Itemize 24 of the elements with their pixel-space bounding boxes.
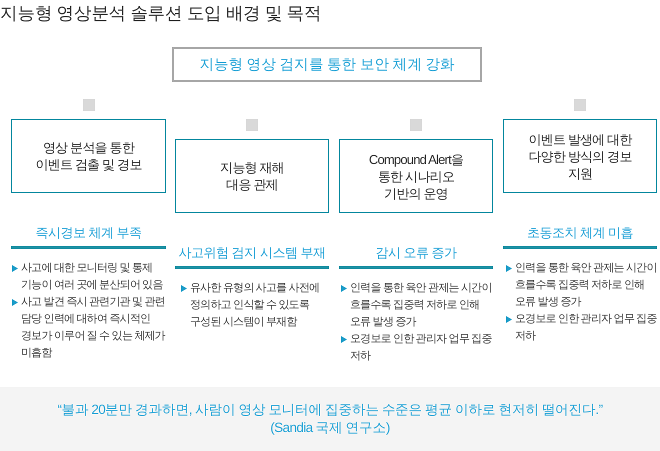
bullet-text: 유사한 유형의 사고를 사전에 정의하고 인식할 수 있도록 구성된 시스템이 부재함: [190, 281, 320, 330]
bullet-text: 오경보로 인한 관리자 업무 집중 저하: [350, 332, 492, 364]
box-text: 지능형 영상 검지를 통한 보안 체계 강화: [199, 56, 455, 74]
box-text: 이벤트 발생에 대한 다양한 방식의 경보 지원: [527, 130, 634, 182]
feature-box: [175, 139, 329, 213]
box-text: Compound Alert을 통한 시나리오 기반의 운영: [368, 150, 464, 202]
section-heading: 감시 오류 증가: [339, 244, 493, 269]
bullet-text: 인력을 통한 육안 관제는 시간이 흐를수록 집중력 저하로 인해 오류 발생 증가: [515, 261, 657, 310]
bullet-text: 인력을 통한 육안 관제는 시간이 흐를수록 집중력 저하로 인해 오류 발생 증가: [350, 281, 492, 330]
bullet-text: 오경보로 인한 관리자 업무 집중 저하: [515, 312, 657, 344]
bullet-text: 사고 발견 즉시 관련기관 및 관련 담당 인력에 대하여 즉시적인 경보가 이루어 질 수 있는 체제가 미흡함: [21, 295, 166, 361]
goal-box: [172, 47, 482, 82]
box-text: 지능형 재해 대응 관제: [219, 159, 285, 193]
section-heading: 즉시경보 체계 부족: [11, 224, 166, 249]
bullet-text: 사고에 대한 모니터링 및 통제 기능이 여러 곳에 분산되어 있음: [21, 261, 164, 293]
section-heading: 사고위험 검지 시스템 부재: [175, 244, 329, 269]
source-text: (Sandia 국제 연구소): [270, 419, 390, 437]
box-text: 영상 분석을 통한 이벤트 검출 및 경보: [34, 139, 143, 173]
feature-box: [11, 119, 166, 193]
feature-box: [503, 119, 657, 193]
section-heading: 초동조치 체계 미흡: [503, 224, 657, 249]
feature-box: [339, 139, 493, 213]
quote-text: “불과 20분만 경과하면, 사람이 영상 모니터에 집중하는 수준은 평균 이하로 현저히 떨어진다.”: [58, 401, 602, 419]
diagram-title: 지능형 영상분석 솔루션 도입 배경 및 목적: [0, 2, 322, 24]
